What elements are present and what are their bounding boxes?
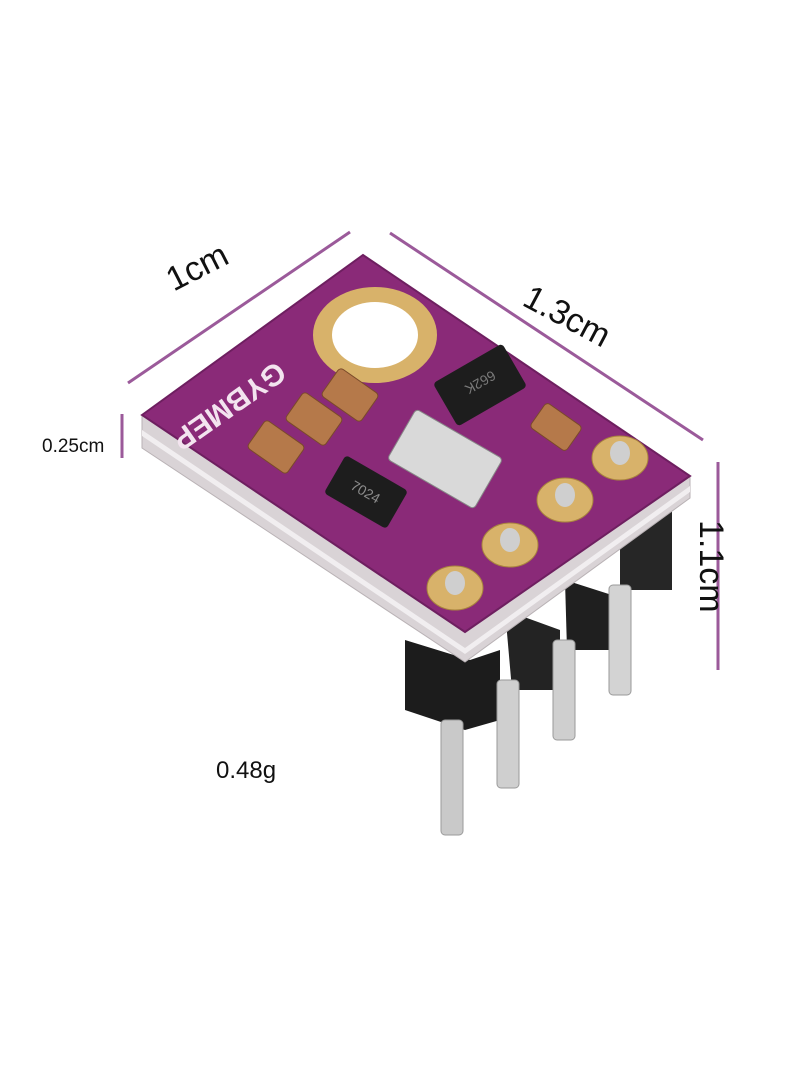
sensor-chip [388, 409, 502, 509]
height-dimension-label: 1.1cm [692, 520, 730, 613]
chips: 662K 7024 [325, 344, 526, 528]
dimension-lines [120, 230, 720, 670]
pin-housing-2 [505, 610, 560, 690]
pin-housing-3 [565, 580, 615, 650]
pin-3 [552, 639, 576, 741]
pin-housing-1 [405, 640, 500, 730]
thickness-dimension-label: 0.25cm [42, 436, 105, 457]
capacitors [247, 368, 582, 474]
pin-2 [496, 679, 520, 789]
weight-label: 0.48g [216, 757, 277, 784]
regulator-chip [434, 344, 526, 426]
pin-4 [608, 584, 632, 696]
width-dimension-line [127, 230, 351, 385]
logic-chip [325, 456, 407, 528]
mounting-hole [313, 287, 437, 383]
length-dimension-line [389, 231, 704, 442]
pin-1 [440, 719, 464, 836]
header-pins [405, 506, 672, 836]
gold-pads [426, 435, 649, 611]
